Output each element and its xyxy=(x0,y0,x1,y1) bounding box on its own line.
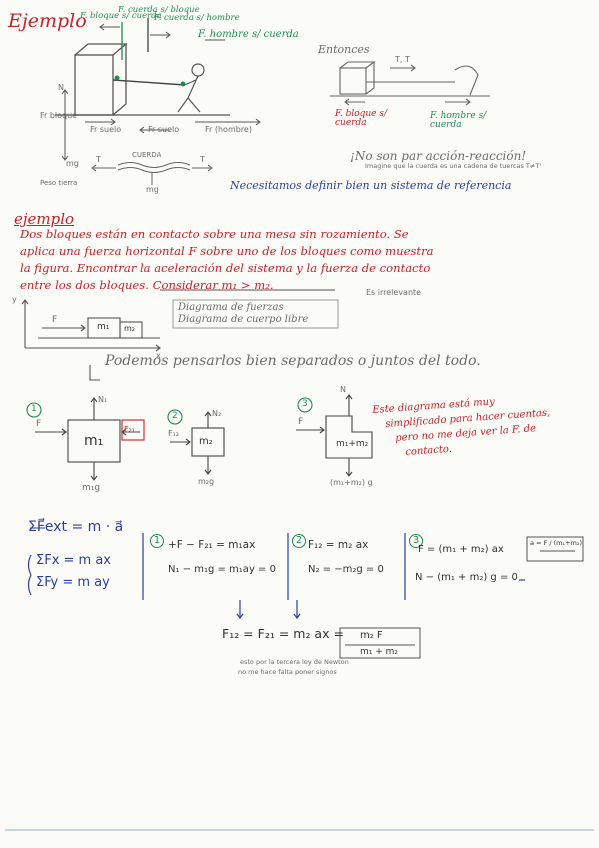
diagrama-cuerpo-libre: Diagrama de cuerpo libre xyxy=(178,314,309,325)
lbl-fbloque-cuerda2: F. bloque s/ cuerda xyxy=(335,109,388,128)
heading-ejemplo2: ejemplo xyxy=(14,210,75,228)
problem-line-1: Dos bloques están en contacto sobre una … xyxy=(20,227,409,241)
axis-y-label: y xyxy=(12,295,17,304)
case-1-num: 1 xyxy=(150,534,164,548)
lbl-f-bloque-cuerda: F. bloque s/ cuerda xyxy=(80,11,162,21)
lbl-fr-hombre: Fr (hombre) xyxy=(205,125,252,134)
heading-ejemplo: Ejemplo xyxy=(8,10,87,32)
result-box-a xyxy=(526,536,584,562)
final-equation: F₁₂ = F₂₁ = m₂ ax = xyxy=(222,626,344,641)
final-note-1: esto por la tercera ley de Newton xyxy=(240,658,349,666)
lbl-n: N xyxy=(58,83,64,92)
lbl-fr-bloque: Fr bloque xyxy=(40,111,78,120)
lbl-f-cuerda-hombre: F. cuerda s/ hombre xyxy=(154,13,240,23)
final-frac-num: m₂ F xyxy=(360,630,383,641)
lbl-peso-tierra: Peso tierra xyxy=(40,179,78,187)
lbl-cuerda: CUERDA xyxy=(132,151,162,159)
man-figure xyxy=(177,63,205,113)
fbd3-n: N xyxy=(340,385,346,394)
lbl-t-right: T xyxy=(200,155,205,164)
blocks-on-table xyxy=(21,289,335,381)
fbd-1 xyxy=(26,397,140,481)
lbl-f-cuerda-bloque: F. cuerda s/ bloque xyxy=(118,5,200,15)
fbd3-m1m2: m₁+m₂ xyxy=(336,439,369,449)
necesitamos-sistema: Necesitamos definir bien un sistema de r… xyxy=(230,179,512,192)
rope-segment xyxy=(91,162,213,185)
problem-line-3: la figura. Encontrar la aceleración del … xyxy=(20,261,431,275)
imagine-note: Imagine que la cuerda es una cadena de t… xyxy=(365,162,542,170)
case-1-line-1: +F − F₂₁ = m₁ax xyxy=(168,539,256,551)
eq-sum-f-ext: ΣF⃗ext = m · a⃗ xyxy=(28,519,124,535)
lbl-f-hombre-cuerda: F. hombre s/ cuerda xyxy=(198,29,299,40)
fbd-2 xyxy=(167,409,225,475)
case-3-num: 3 xyxy=(409,534,423,548)
fbd1-m1g: m₁g xyxy=(82,483,101,493)
final-note-2: no me hace falta poner signos xyxy=(238,668,337,676)
contact-dot-2 xyxy=(180,81,186,87)
lbl-fr-suelo-mid: Fr suelo xyxy=(148,125,180,134)
case-3-line-1: F = (m₁ + m₂) ax xyxy=(418,544,504,555)
fbd-3 xyxy=(296,394,373,477)
diagrama-fuerzas: Diagrama de fuerzas xyxy=(178,302,284,313)
diagram-box xyxy=(172,299,339,329)
entonces-drawing xyxy=(330,61,490,106)
lbl-mg: mg xyxy=(66,159,79,168)
force-arrows-top xyxy=(61,23,261,161)
f21-box xyxy=(121,419,145,441)
fbd1-n1: N₁ xyxy=(98,395,108,404)
case-2-num: 2 xyxy=(292,534,306,548)
block-m2-label: m₂ xyxy=(124,324,135,333)
fbd-num-2: 2 xyxy=(172,411,178,421)
es-irrelevante: Es irrelevante xyxy=(366,288,422,297)
eq-brackets xyxy=(27,533,525,619)
axis-x-label: x xyxy=(156,351,161,360)
final-frac-den: m₁ + m₂ xyxy=(360,647,399,657)
lbl-fr-suelo-left: Fr suelo xyxy=(90,125,122,134)
rope-line xyxy=(112,79,186,86)
fbd-num-3: 3 xyxy=(302,399,308,409)
fbd3-f: F xyxy=(298,417,304,427)
fbd1-f21: F₂₁ xyxy=(124,425,136,434)
case-1-line-2: N₁ − m₁g = m₁ay = 0 xyxy=(168,564,276,575)
fbd-num-1: 1 xyxy=(31,404,37,414)
podemos-pensarlos: Podemos pensarlos bien separados o junto… xyxy=(105,353,481,369)
fbd2-m2g: m₂g xyxy=(198,477,215,486)
fbd2-n2: N₂ xyxy=(212,409,222,418)
problem-line-4: entre los dos bloques. Considerar m₁ > m… xyxy=(20,278,274,292)
lbl-mg-rope: mg xyxy=(146,185,159,194)
fbd2-m2: m₂ xyxy=(199,436,213,447)
fbd3-m1m2g: (m₁+m₂) g xyxy=(330,478,373,487)
contact-dot-1 xyxy=(114,75,120,81)
problem-line-2: aplica una fuerza horizontal F sobre uno… xyxy=(20,244,434,258)
lbl-fhombre-cuerda2: F. hombre s/ cuerda xyxy=(430,111,487,130)
eq-sum-fy: ΣFy = m ay xyxy=(36,575,110,590)
lbl-tt: T, T xyxy=(395,55,410,64)
lbl-entonces: Entonces xyxy=(318,43,370,56)
case-2-line-1: F₁₂ = m₂ ax xyxy=(308,539,369,551)
case-2-line-2: N₂ = −m₂g = 0 xyxy=(308,564,384,575)
block-m1-label: m₁ xyxy=(97,322,110,332)
fbd2-f12: F₁₂ xyxy=(168,429,180,438)
case-3-result: a = F / (m₁+m₂) xyxy=(530,539,583,547)
result-box-f12 xyxy=(339,627,421,659)
fbd1-m1: m₁ xyxy=(84,433,104,449)
fbd1-f: F xyxy=(36,419,42,429)
case-3-line-2: N − (m₁ + m₂) g = 0 xyxy=(415,572,518,583)
eq-sum-fx: ΣFx = m ax xyxy=(36,553,111,568)
lbl-t-left: T xyxy=(96,155,101,164)
force-f-label: F xyxy=(52,315,58,325)
no-par-accion-reaccion: ¡No son par acción-reacción! xyxy=(350,149,527,163)
